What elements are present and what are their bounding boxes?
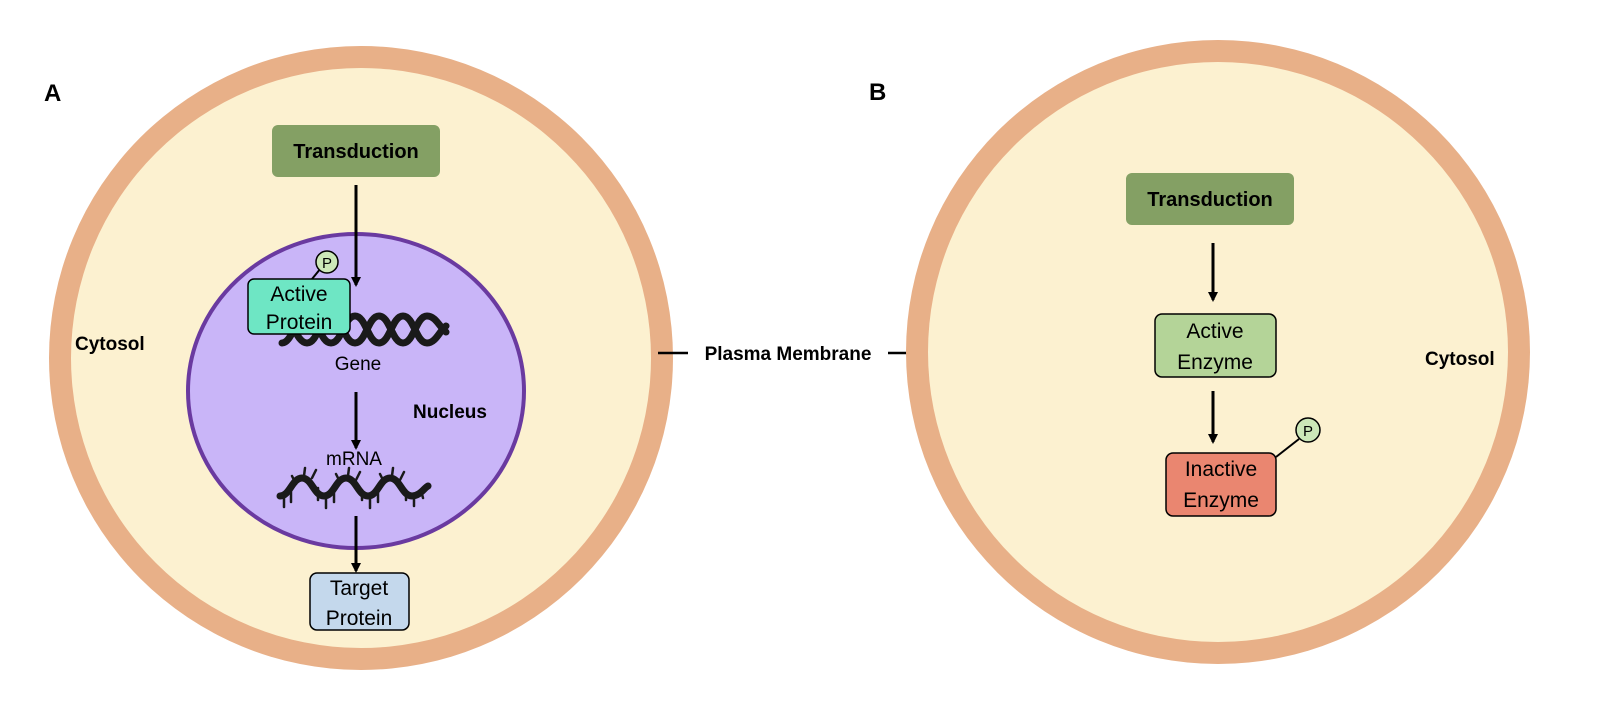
active-enzyme-label-line2: Enzyme — [1177, 351, 1253, 374]
phosphate-label-a: P — [322, 255, 332, 272]
panel-b-label: B — [869, 79, 886, 106]
inactive-enzyme-label-line1: Inactive — [1185, 458, 1257, 481]
plasma-membrane-callout: Plasma Membrane — [658, 344, 918, 365]
plasma-membrane-label: Plasma Membrane — [705, 344, 872, 365]
mrna-label: mRNA — [326, 449, 382, 470]
inactive-enzyme-box — [1165, 452, 1277, 517]
transduction-box-a — [272, 125, 440, 177]
target-protein-label-line2: Protein — [326, 607, 393, 630]
phosphate-icon-a — [315, 250, 339, 274]
transduction-label-a: Transduction — [293, 141, 419, 163]
phospho-link-b — [1275, 438, 1300, 458]
gene-label: Gene — [335, 354, 381, 375]
target-protein-label-line1: Target — [330, 577, 389, 600]
active-enzyme-label-line1: Active — [1186, 320, 1243, 343]
panel-b: B Transduction Active Enzyme Inactive En… — [869, 40, 1530, 664]
panel-a: A Transduction P Active Protein Gene Nuc… — [44, 46, 673, 670]
cytosol-label-b: Cytosol — [1425, 349, 1495, 370]
transduction-box-b — [1126, 173, 1294, 225]
active-enzyme-box — [1154, 313, 1277, 378]
panel-a-label: A — [44, 80, 61, 107]
target-protein-box — [309, 572, 410, 631]
mrna-strand-icon — [276, 466, 432, 510]
nucleus-label: Nucleus — [413, 402, 487, 423]
cytosol-label-a: Cytosol — [75, 334, 145, 355]
transduction-label-b: Transduction — [1147, 189, 1273, 211]
inactive-enzyme-label-line2: Enzyme — [1183, 489, 1259, 512]
phosphate-icon-b — [1295, 417, 1321, 443]
phosphate-label-b: P — [1303, 423, 1313, 440]
active-protein-label-line2: Protein — [266, 311, 333, 334]
active-protein-box — [247, 278, 351, 335]
active-protein-label-line1: Active — [270, 283, 327, 306]
